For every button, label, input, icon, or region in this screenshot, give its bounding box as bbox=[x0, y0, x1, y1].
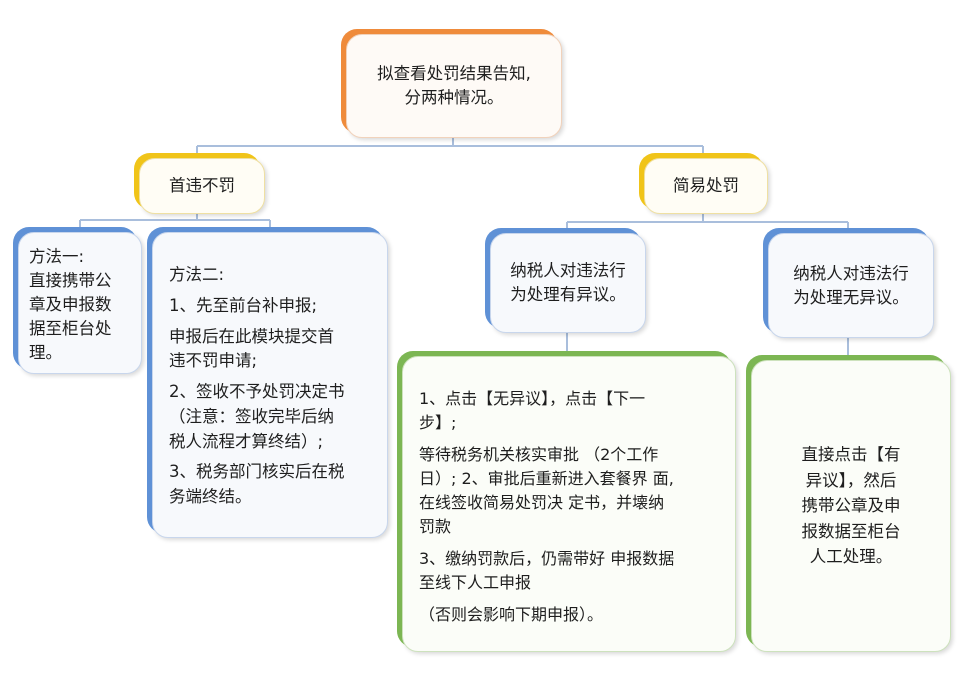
method-two-step-2: 2、签收不予处罚决定书 bbox=[169, 382, 345, 401]
method-one-line: 据至柜台处 bbox=[29, 318, 112, 338]
method-one-line: 方法一: bbox=[29, 247, 85, 266]
branch-simple-penalty: 简易处罚 bbox=[644, 158, 768, 214]
method-two-step-1: 1、先至前台补申报; bbox=[169, 295, 318, 315]
no-objection-line: 纳税人对违法行 bbox=[793, 263, 909, 283]
simple-step-note: （否则会影响下期申报）。 bbox=[419, 605, 604, 624]
method-two-step-3: 务端终结。 bbox=[169, 487, 252, 506]
simple-penalty-steps-node: 1、点击【无异议】，点击【下一 步】; 等待税务机关核实审批 （2个工作 日）;… bbox=[402, 356, 736, 652]
simple-step-2: 在线签收简易处罚决 定书，并壊纳 bbox=[419, 493, 665, 512]
simple-step-2: 日）; 2、审批后重新进入套餐界 面, bbox=[419, 469, 674, 488]
method-one-node: 方法一: 直接携带公 章及申报数 据至柜台处 理。 bbox=[18, 232, 142, 374]
method-one-line: 直接携带公 bbox=[29, 270, 112, 290]
direct-counter-line: 异议】，然后 bbox=[805, 470, 897, 490]
root-line-1: 拟查看处罚结果告知, bbox=[377, 64, 531, 84]
direct-counter-line: 报数据至柜台 bbox=[801, 521, 901, 541]
direct-counter-line: 直接点击【有 bbox=[801, 445, 901, 465]
simple-step-2: 等待税务机关核实审批 （2个工作 bbox=[419, 445, 659, 464]
method-two-title: 方法二: bbox=[169, 265, 225, 284]
root-node: 拟查看处罚结果告知, 分两种情况。 bbox=[346, 34, 562, 138]
method-two-step-2: （注意：签收完毕后纳 bbox=[169, 406, 334, 426]
method-one-line: 章及申报数 bbox=[29, 294, 112, 314]
method-one-line: 理。 bbox=[29, 342, 62, 362]
objection-line: 纳税人对违法行 bbox=[510, 261, 626, 281]
simple-step-1: 1、点击【无异议】，点击【下一 bbox=[419, 389, 646, 408]
no-objection-node: 纳税人对违法行 为处理无异议。 bbox=[768, 233, 934, 338]
simple-step-1: 步】; bbox=[419, 413, 457, 432]
simple-step-3: 至线下人工申报 bbox=[419, 573, 532, 592]
no-objection-line: 为处理无异议。 bbox=[793, 287, 909, 307]
simple-step-3: 3、缴纳罚款后，仍需带好 申报数据 bbox=[419, 549, 675, 568]
objection-node: 纳税人对违法行 为处理有异议。 bbox=[490, 233, 646, 333]
method-two-step-2: 税人流程才算终结）; bbox=[169, 431, 324, 451]
root-line-2: 分两种情况。 bbox=[404, 88, 504, 107]
simple-step-2: 罚款 bbox=[419, 517, 452, 536]
direct-counter-node: 直接点击【有 异议】，然后 携带公章及申 报数据至柜台 人工处理。 bbox=[751, 360, 951, 652]
method-two-node: 方法二: 1、先至前台补申报; 申报后在此模块提交首 违不罚申请; 2、签收不予… bbox=[152, 232, 388, 538]
branch-simple-penalty-title: 简易处罚 bbox=[673, 176, 739, 196]
method-two-step-3: 3、税务部门核实后在税 bbox=[169, 462, 345, 482]
method-two-step-1-detail: 违不罚申请; bbox=[169, 351, 258, 371]
branch-first-offense: 首违不罚 bbox=[139, 158, 265, 214]
direct-counter-line: 携带公章及申 bbox=[801, 496, 901, 516]
method-two-step-1-detail: 申报后在此模块提交首 bbox=[169, 326, 334, 346]
objection-line: 为处理有异议。 bbox=[510, 285, 626, 304]
direct-counter-line: 人工处理。 bbox=[809, 547, 893, 567]
branch-first-offense-title: 首违不罚 bbox=[169, 176, 235, 196]
